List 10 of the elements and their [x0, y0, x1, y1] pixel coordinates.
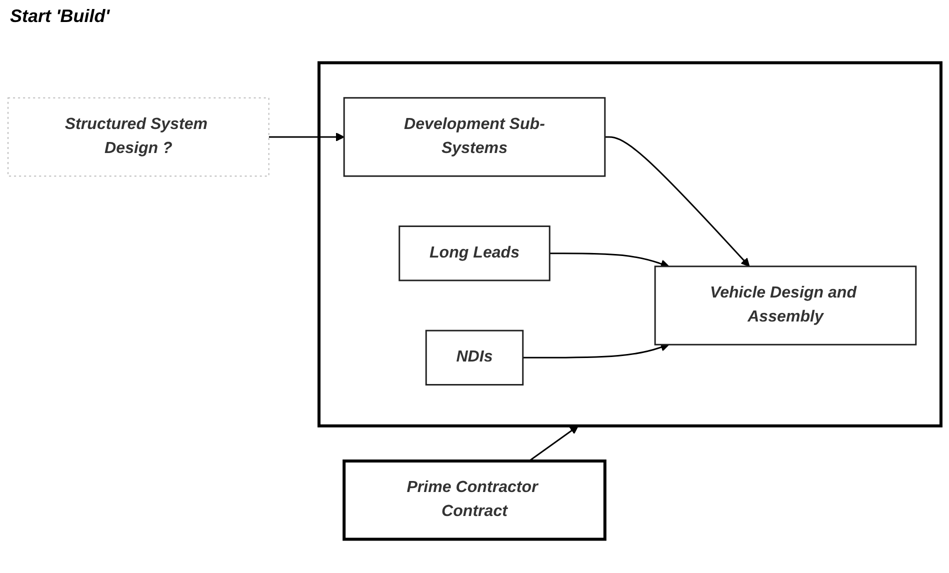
node-box: Long Leads: [398, 226, 550, 282]
milestone-label: Start 'Build': [10, 6, 110, 27]
arrow: [268, 132, 344, 142]
node-box: Prime Contractor Contract: [342, 460, 606, 541]
cluster: [318, 61, 942, 428]
node-box: Vehicle Design and Assembly: [654, 266, 917, 346]
arrow: [604, 136, 750, 267]
node-box: Development Sub-Systems: [343, 97, 606, 177]
node-box: NDIs: [425, 330, 524, 386]
arrow: [528, 426, 579, 462]
